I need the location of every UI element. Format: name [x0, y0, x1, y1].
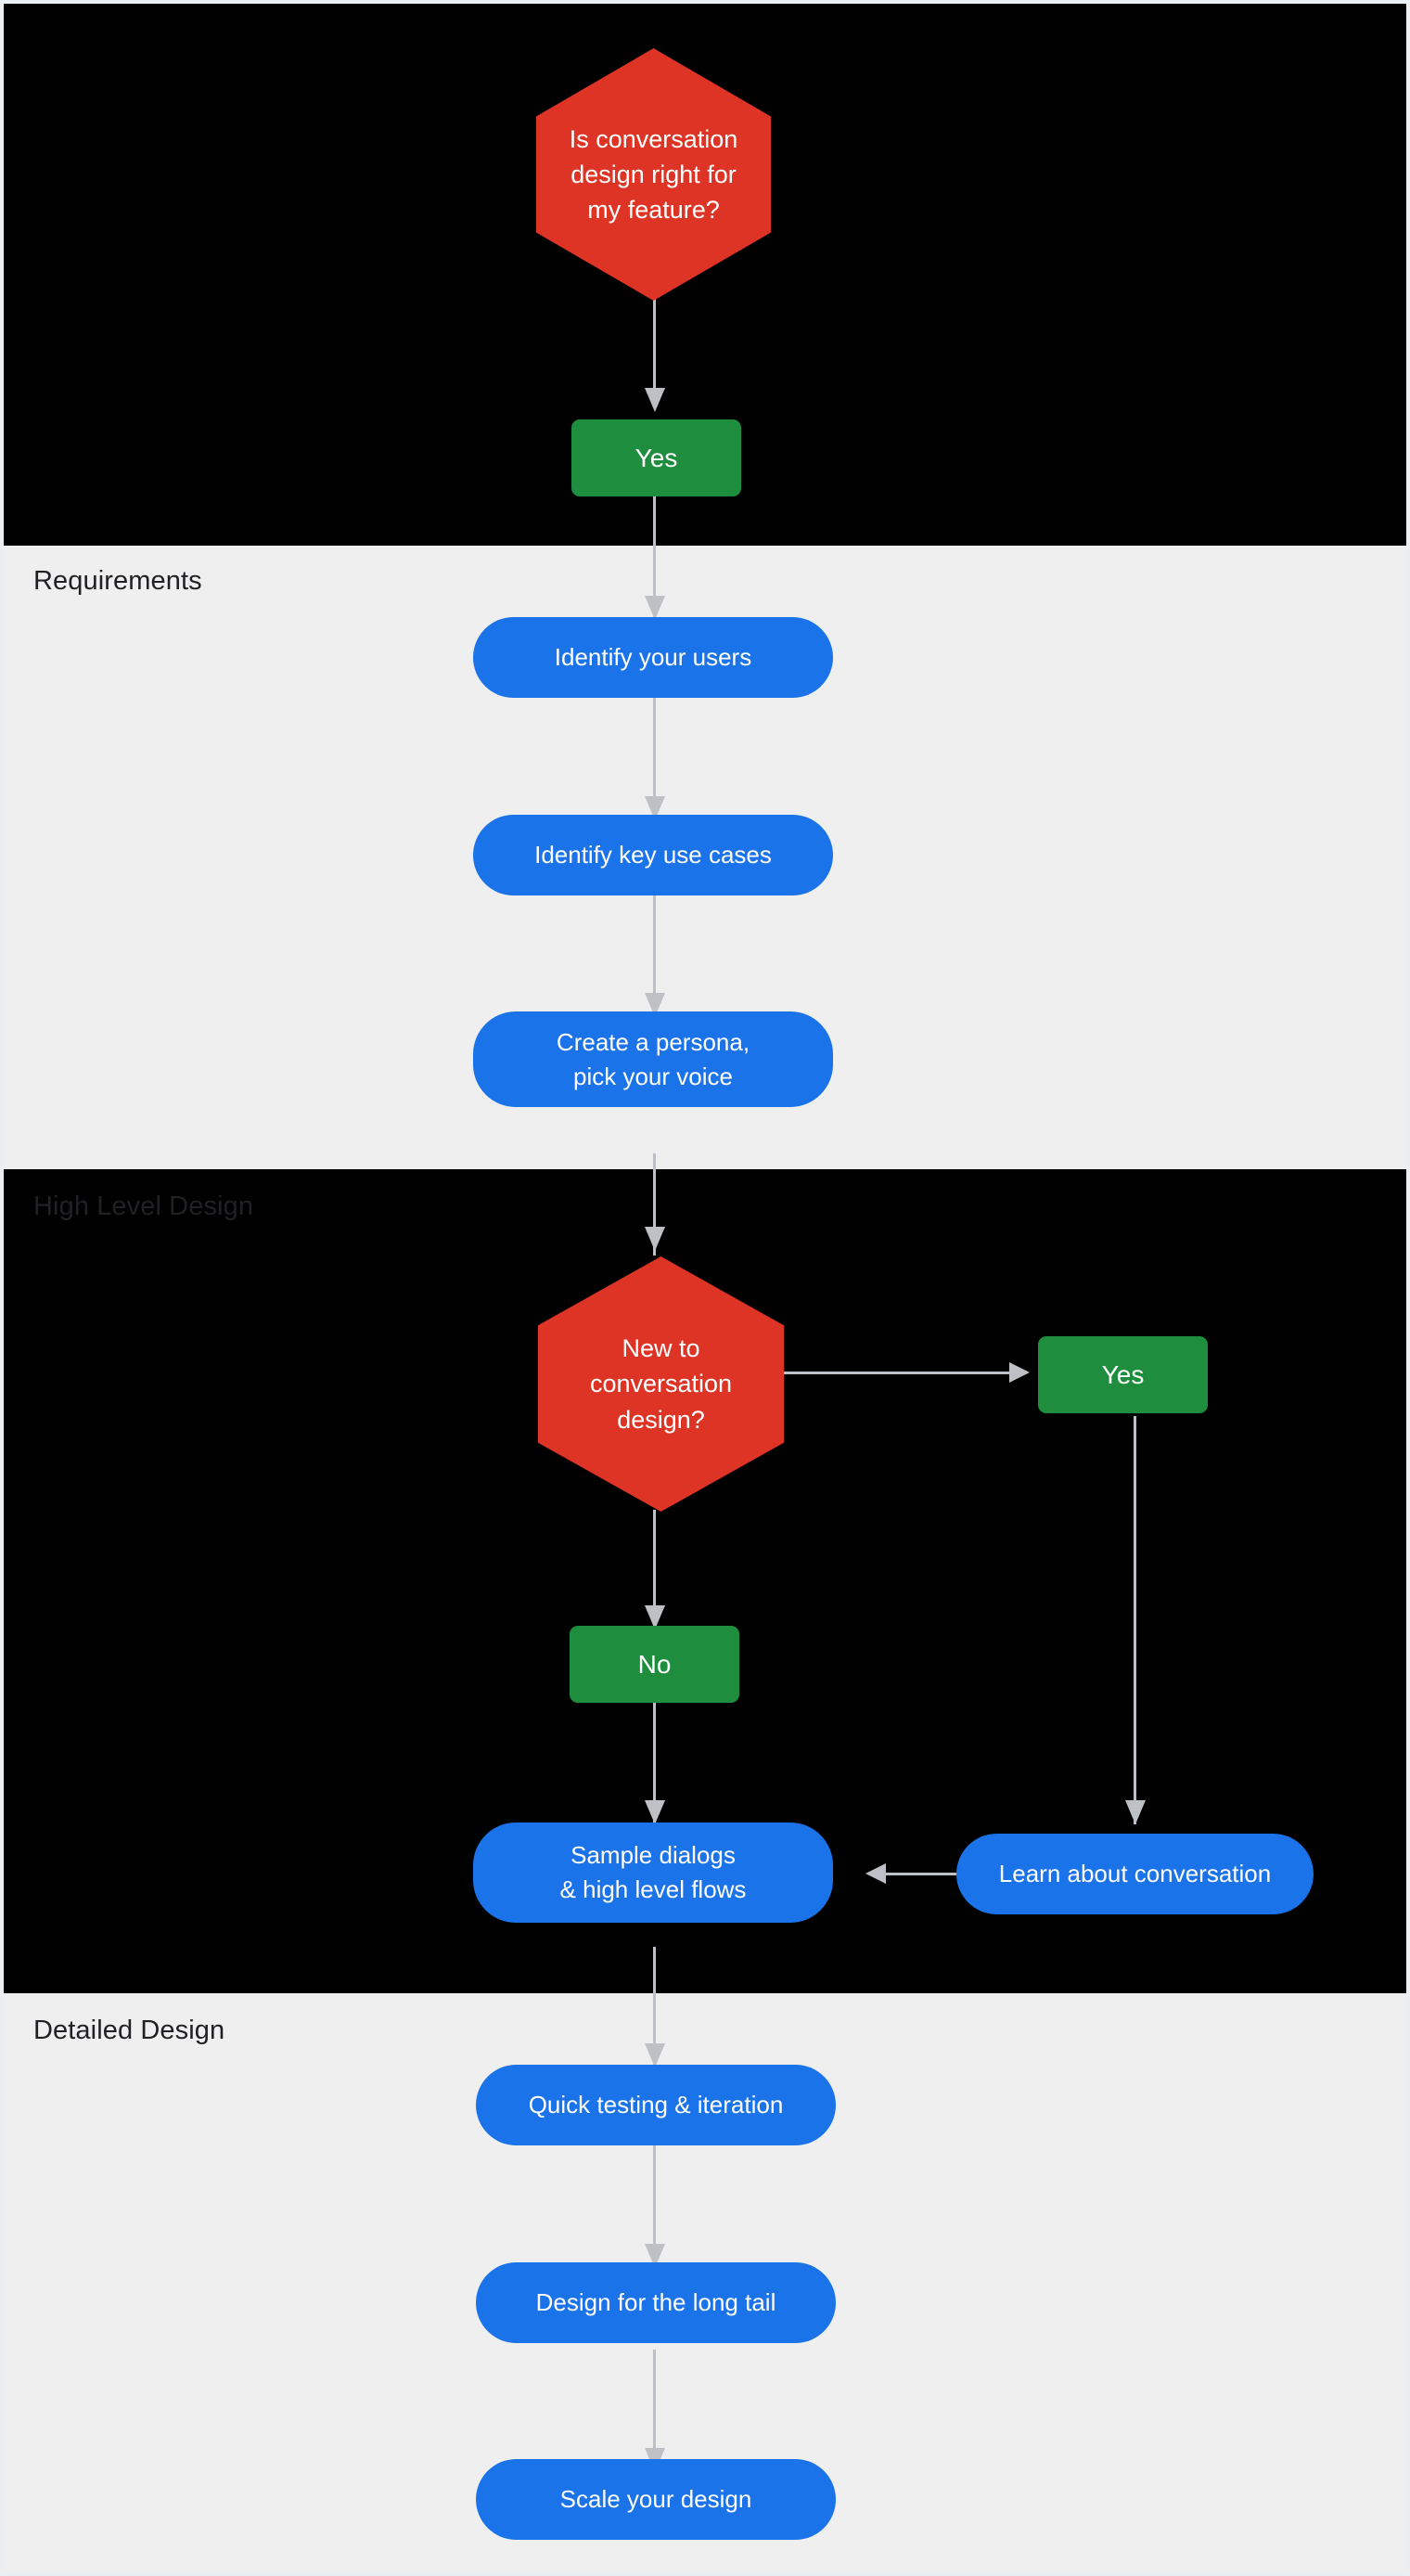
step-node-create-a-persona[interactable]: Create a persona, pick your voice	[473, 1011, 833, 1107]
answer-node-yes-2[interactable]: Yes	[1038, 1336, 1208, 1413]
arrowhead-decision1-to-yes1	[645, 388, 665, 412]
answer-node-label: Yes	[634, 443, 678, 472]
step-node-label: Identify your users	[554, 643, 752, 672]
answer-node-yes-1[interactable]: Yes	[571, 419, 741, 496]
answer-node-label: Yes	[1101, 1359, 1145, 1389]
step-node-label: Quick testing & iteration	[528, 2091, 784, 2119]
connector-decision1-to-yes1	[653, 299, 656, 405]
step-node-identify-key-use-cases[interactable]: Identify key use cases	[473, 815, 833, 895]
section-label-detailed-design: Detailed Design	[33, 2016, 225, 2045]
arrowhead-quick-testing-to-long-tail	[645, 2244, 665, 2268]
arrowhead-learn-to-sample-dialogs	[865, 1863, 886, 1884]
step-node-label: Identify key use cases	[534, 841, 772, 869]
step-node-design-for-long-tail[interactable]: Design for the long tail	[476, 2262, 836, 2343]
connector-decision2-to-yes2	[784, 1372, 1012, 1374]
arrowhead-yes2-to-learn-conversation	[1125, 1800, 1146, 1824]
connector-quick-testing-to-long-tail	[653, 2145, 656, 2268]
answer-node-no-2[interactable]: No	[570, 1626, 739, 1703]
section-label-high-level-design: High Level Design	[33, 1191, 254, 1221]
connector-yes2-to-learn-conversation	[1134, 1416, 1136, 1824]
arrowhead-no2-to-sample-dialogs	[645, 1800, 665, 1824]
step-node-identify-your-users[interactable]: Identify your users	[473, 617, 833, 698]
step-node-label: Design for the long tail	[535, 2288, 776, 2317]
connector-long-tail-to-scale-design	[653, 2350, 656, 2472]
step-node-quick-testing-iteration[interactable]: Quick testing & iteration	[476, 2065, 836, 2145]
arrowhead-use-cases-to-persona	[645, 993, 665, 1017]
step-node-label: Scale your design	[559, 2485, 752, 2514]
step-node-learn-about-conversation[interactable]: Learn about conversation	[956, 1834, 1314, 1914]
connector-yes1-to-identify-users	[653, 496, 656, 620]
answer-node-label: No	[637, 1649, 672, 1679]
step-node-scale-your-design[interactable]: Scale your design	[476, 2459, 836, 2540]
arrowhead-identify-users-to-use-cases	[645, 796, 665, 820]
step-node-label: Learn about conversation	[998, 1860, 1272, 1888]
step-node-label: Sample dialogs & high level flows	[559, 1841, 747, 1903]
section-label-requirements: Requirements	[33, 566, 202, 596]
connector-decision2-to-no2	[653, 1510, 656, 1629]
arrowhead-sample-dialogs-to-quick-testing	[645, 2043, 665, 2067]
arrowhead-decision2-to-no2	[645, 1605, 665, 1629]
connector-no2-to-sample-dialogs	[653, 1703, 656, 1823]
decision-node-label: Is conversation design right for my feat…	[569, 124, 738, 225]
arrowhead-persona-to-decision2	[645, 1227, 665, 1251]
connector-use-cases-to-persona	[653, 895, 656, 1016]
connector-sample-dialogs-to-quick-testing	[653, 1947, 656, 2067]
step-node-label: Create a persona, pick your voice	[556, 1027, 750, 1090]
arrowhead-yes1-to-identify-users	[645, 596, 665, 620]
connector-persona-to-decision2	[653, 1153, 656, 1256]
connector-identify-users-to-use-cases	[653, 698, 656, 820]
arrowhead-decision2-to-yes2	[1009, 1362, 1030, 1383]
decision-node-label: New to conversation design?	[589, 1334, 733, 1434]
step-node-sample-dialogs[interactable]: Sample dialogs & high level flows	[473, 1823, 833, 1923]
